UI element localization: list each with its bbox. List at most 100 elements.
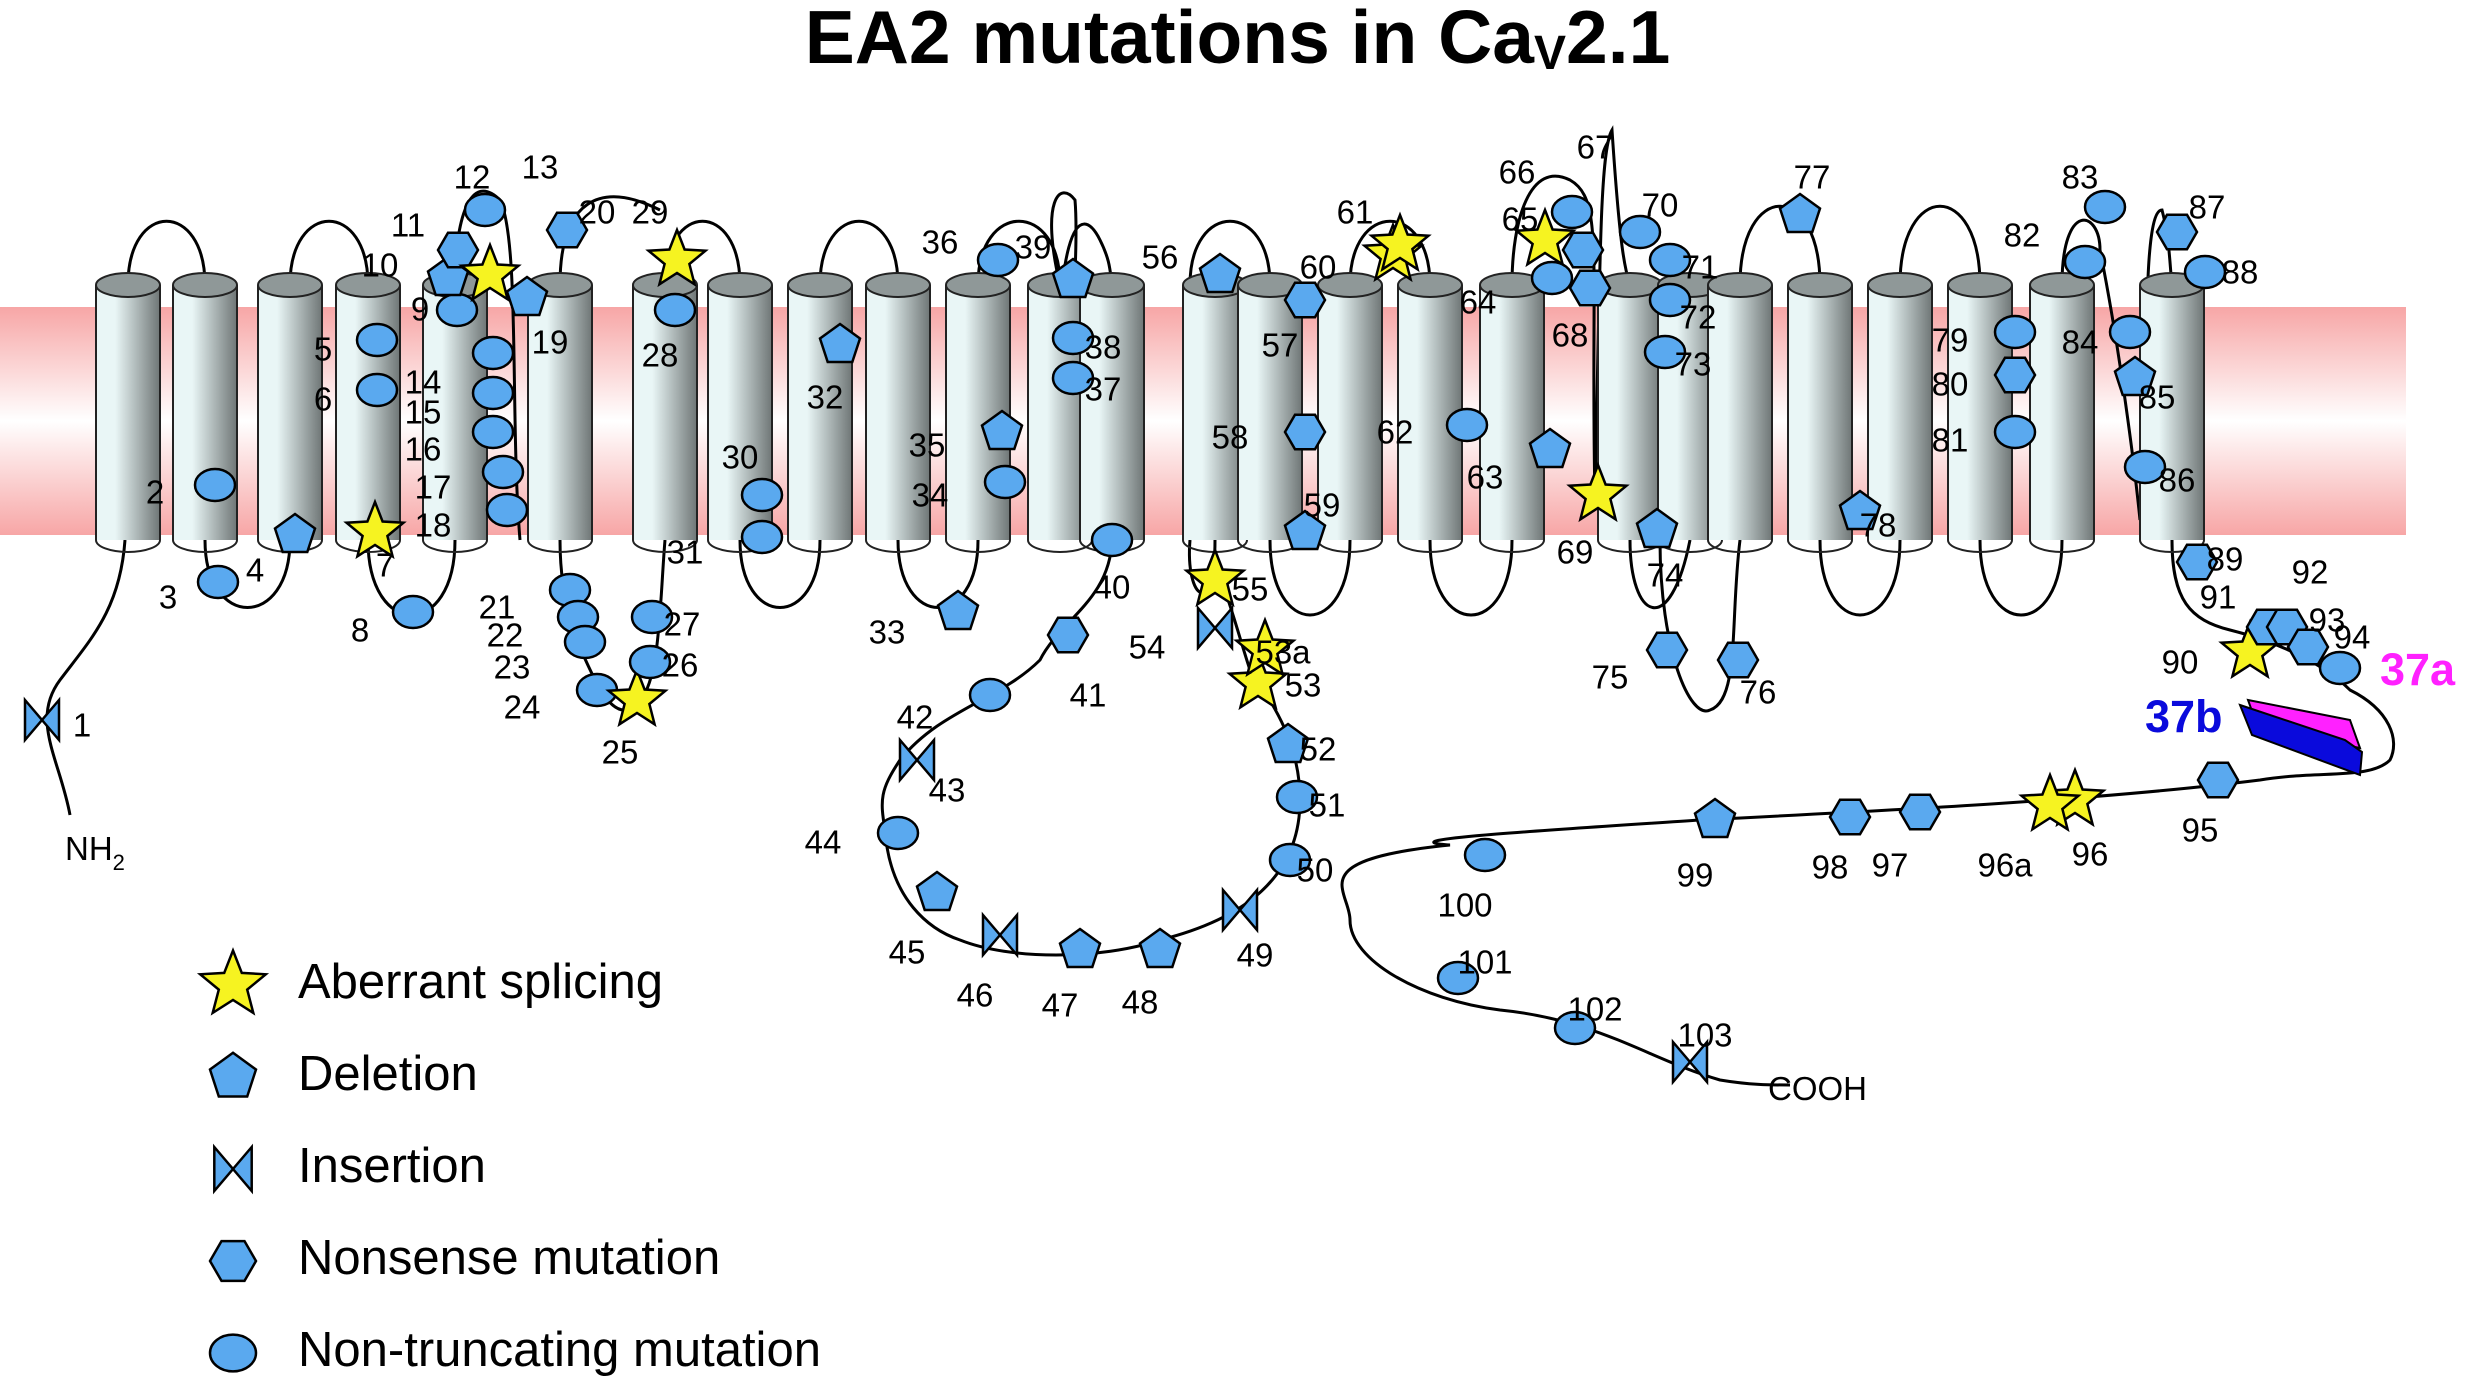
mutation-marker-89: [2175, 543, 2219, 581]
mutation-label-4: 4: [246, 552, 264, 589]
mutation-label-99: 99: [1677, 857, 1714, 894]
loop-s3-s4-d3: [1348, 219, 1432, 286]
c-terminal-segment: [1340, 539, 2396, 1087]
mutation-marker-41: [1046, 616, 1090, 654]
mutation-marker-63: [1528, 427, 1572, 469]
mutation-marker-16: [471, 414, 515, 450]
mutation-marker-23: [563, 624, 607, 660]
mutation-marker-27: [630, 599, 674, 635]
mutation-marker-77: [1778, 192, 1822, 234]
mutation-marker-31: [740, 519, 784, 555]
transmembrane-helix: [1947, 272, 2013, 553]
mutation-label-58: 58: [1212, 419, 1249, 456]
mutation-marker-84: [2108, 314, 2152, 350]
legend-label: Non-truncating mutation: [298, 1323, 821, 1377]
loop-s6-d1-entry: [558, 195, 661, 286]
mutation-label-19: 19: [532, 324, 569, 361]
mutation-marker-96a: [2018, 771, 2082, 833]
mutation-label-1: 1: [73, 707, 91, 744]
loop-s3-s4-d4: [1898, 204, 1982, 286]
mutation-label-64: 64: [1460, 284, 1497, 321]
mutation-marker-47: [1058, 927, 1102, 969]
mutation-marker-68: [1568, 269, 1612, 307]
exon-37b-label: 37b: [2145, 691, 2223, 742]
mutation-label-39: 39: [1015, 229, 1052, 266]
mutation-label-71: 71: [1682, 249, 1719, 286]
mutation-label-74: 74: [1647, 557, 1684, 594]
mutation-label-43: 43: [929, 772, 966, 809]
mutation-marker-61: [1368, 211, 1432, 273]
mutation-label-91: 91: [2200, 579, 2237, 616]
mutation-label-53: 53: [1285, 667, 1322, 704]
mutation-marker-12: [463, 192, 507, 228]
mutation-label-62: 62: [1377, 414, 1414, 451]
transmembrane-helix: [1079, 272, 1145, 553]
mutation-marker-70: [1618, 214, 1662, 250]
mutation-label-38: 38: [1085, 329, 1122, 366]
mutation-label-15: 15: [405, 394, 442, 431]
mutation-label-76: 76: [1740, 674, 1777, 711]
mutation-marker-100: [1463, 837, 1507, 873]
mutation-label-7: 7: [376, 547, 394, 584]
legend-item-hexagon: Nonsense mutation: [208, 1231, 720, 1285]
alternative-exons: [2238, 698, 2364, 777]
transmembrane-helix: [1479, 272, 1545, 553]
mutation-label-52: 52: [1300, 731, 1337, 768]
mutation-marker-18: [485, 492, 529, 528]
mutation-marker-34: [983, 464, 1027, 500]
mutation-label-66: 66: [1499, 154, 1536, 191]
legend-label: Aberrant splicing: [298, 955, 663, 1009]
transmembrane-helix: [335, 272, 401, 553]
mutation-marker-78: [1838, 489, 1882, 531]
mutation-label-44: 44: [805, 824, 842, 861]
mutation-label-80: 80: [1932, 366, 1969, 403]
mutation-label-21: 21: [479, 589, 516, 626]
mutation-label-95: 95: [2182, 812, 2219, 849]
transmembrane-helix: [2139, 272, 2205, 553]
mutation-label-51: 51: [1309, 787, 1346, 824]
mutation-marker-59: [1283, 509, 1327, 551]
mutation-label-16: 16: [405, 431, 442, 468]
exon-37a-label: 37a: [2380, 644, 2456, 695]
mutation-marker-88: [2183, 254, 2227, 290]
mutation-label-61: 61: [1337, 194, 1374, 231]
mutation-marker-76: [1716, 641, 1760, 679]
mutation-label-48: 48: [1122, 984, 1159, 1021]
mutation-label-84: 84: [2062, 324, 2099, 361]
mutation-marker-11: [436, 231, 480, 269]
loop-s4-s5-d4: [1978, 539, 2064, 617]
mutation-label-86: 86: [2159, 462, 2196, 499]
mutation-label-60: 60: [1300, 249, 1337, 286]
loop-d3-d4-connector: [1658, 539, 1742, 713]
mutation-label-100: 100: [1437, 887, 1492, 924]
loop-d2-entry: [738, 539, 822, 609]
transmembrane-helix: [1237, 272, 1303, 553]
mutation-label-69: 69: [1557, 534, 1594, 571]
mutation-marker-64: [1530, 260, 1574, 296]
mutation-marker-40: [1090, 522, 1134, 558]
mutation-label-25: 25: [602, 734, 639, 771]
transmembrane-helix: [1707, 272, 1773, 553]
mutation-marker-53a: [1233, 616, 1297, 678]
mutation-label-75: 75: [1592, 659, 1629, 696]
mutation-label-8: 8: [351, 612, 369, 649]
legend-item-bowtie: Insertion: [213, 1139, 486, 1195]
mutation-label-88: 88: [2222, 254, 2259, 291]
mutation-label-13: 13: [522, 149, 559, 186]
mutation-marker-28: [653, 292, 697, 328]
mutation-marker-65: [1513, 206, 1577, 268]
mutation-label-97: 97: [1872, 847, 1909, 884]
mutation-marker-54: [1196, 604, 1234, 652]
mutation-marker-74: [1635, 507, 1679, 549]
mutation-label-49: 49: [1237, 937, 1274, 974]
mutation-marker-93: [2286, 628, 2330, 666]
transmembrane-helix: [632, 272, 698, 553]
mutation-marker-79: [1993, 314, 2037, 350]
mutation-marker-45: [915, 870, 959, 912]
mutation-label-77: 77: [1794, 159, 1831, 196]
mutation-marker-85: [2113, 355, 2157, 397]
legend-item-ellipse: Non-truncating mutation: [208, 1323, 821, 1377]
legend-item-pentagon: Deletion: [208, 1047, 478, 1101]
mutation-label-24: 24: [504, 689, 541, 726]
